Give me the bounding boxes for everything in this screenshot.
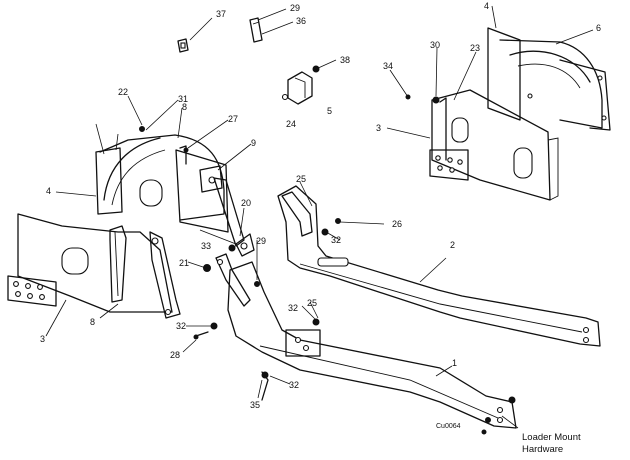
callout-30-right: 30 <box>430 40 440 50</box>
callout-labels: 37 29 36 38 5 24 4 6 30 23 34 3 22 31 8 … <box>40 1 601 410</box>
callout-5-center: 5 <box>327 106 332 116</box>
callout-35: 35 <box>250 400 260 410</box>
callout-3-left: 3 <box>40 334 45 344</box>
callout-24: 24 <box>286 119 296 129</box>
callout-4-right: 4 <box>484 1 489 11</box>
part-5-bracket-small <box>281 65 320 105</box>
callout-23: 23 <box>470 43 480 53</box>
callout-38: 38 <box>340 55 350 65</box>
callout-32-left: 32 <box>176 321 186 331</box>
callout-28: 28 <box>170 350 180 360</box>
callout-8-lower: 8 <box>90 317 95 327</box>
callout-25-upper: 25 <box>296 174 306 184</box>
callout-6: 6 <box>596 23 601 33</box>
caption-line-1: Loader Mount <box>522 432 581 443</box>
arm-2 <box>277 185 601 347</box>
left-plate-3 <box>7 213 173 313</box>
callout-32-upper: 32 <box>331 235 341 245</box>
callout-37: 37 <box>216 9 226 19</box>
caption-line-2: Hardware <box>522 444 563 455</box>
arm-1 <box>193 261 517 435</box>
part-36-clip <box>249 17 263 43</box>
callout-26: 26 <box>392 219 402 229</box>
callout-8-upper: 8 <box>182 102 187 112</box>
left-upper-bracket-assembly <box>95 126 229 233</box>
callout-21: 21 <box>179 258 189 268</box>
callout-1: 1 <box>452 358 457 368</box>
callout-34-right: 34 <box>383 61 393 71</box>
callout-36: 36 <box>296 16 306 26</box>
callout-9: 9 <box>251 138 256 148</box>
leader-lines <box>45 5 594 429</box>
callout-33: 33 <box>201 241 211 251</box>
callout-32-middle: 32 <box>288 303 298 313</box>
callout-20: 20 <box>241 198 251 208</box>
callout-4-left: 4 <box>46 186 51 196</box>
callout-25-lower: 25 <box>307 298 317 308</box>
callout-2: 2 <box>450 240 455 250</box>
part-37-bracket <box>177 38 189 53</box>
upper-right-bracket-assembly <box>405 27 611 201</box>
callout-27: 27 <box>228 114 238 124</box>
callout-31: 31 <box>178 94 188 104</box>
callout-3-right: 3 <box>376 123 381 133</box>
callout-32-lower: 32 <box>289 380 299 390</box>
figure-code: Cu0064 <box>436 423 461 430</box>
lever-8 <box>109 225 181 319</box>
callout-22: 22 <box>118 87 128 97</box>
center-linkage <box>199 177 260 307</box>
callout-29-center: 29 <box>256 236 266 246</box>
callout-29: 29 <box>290 3 300 13</box>
